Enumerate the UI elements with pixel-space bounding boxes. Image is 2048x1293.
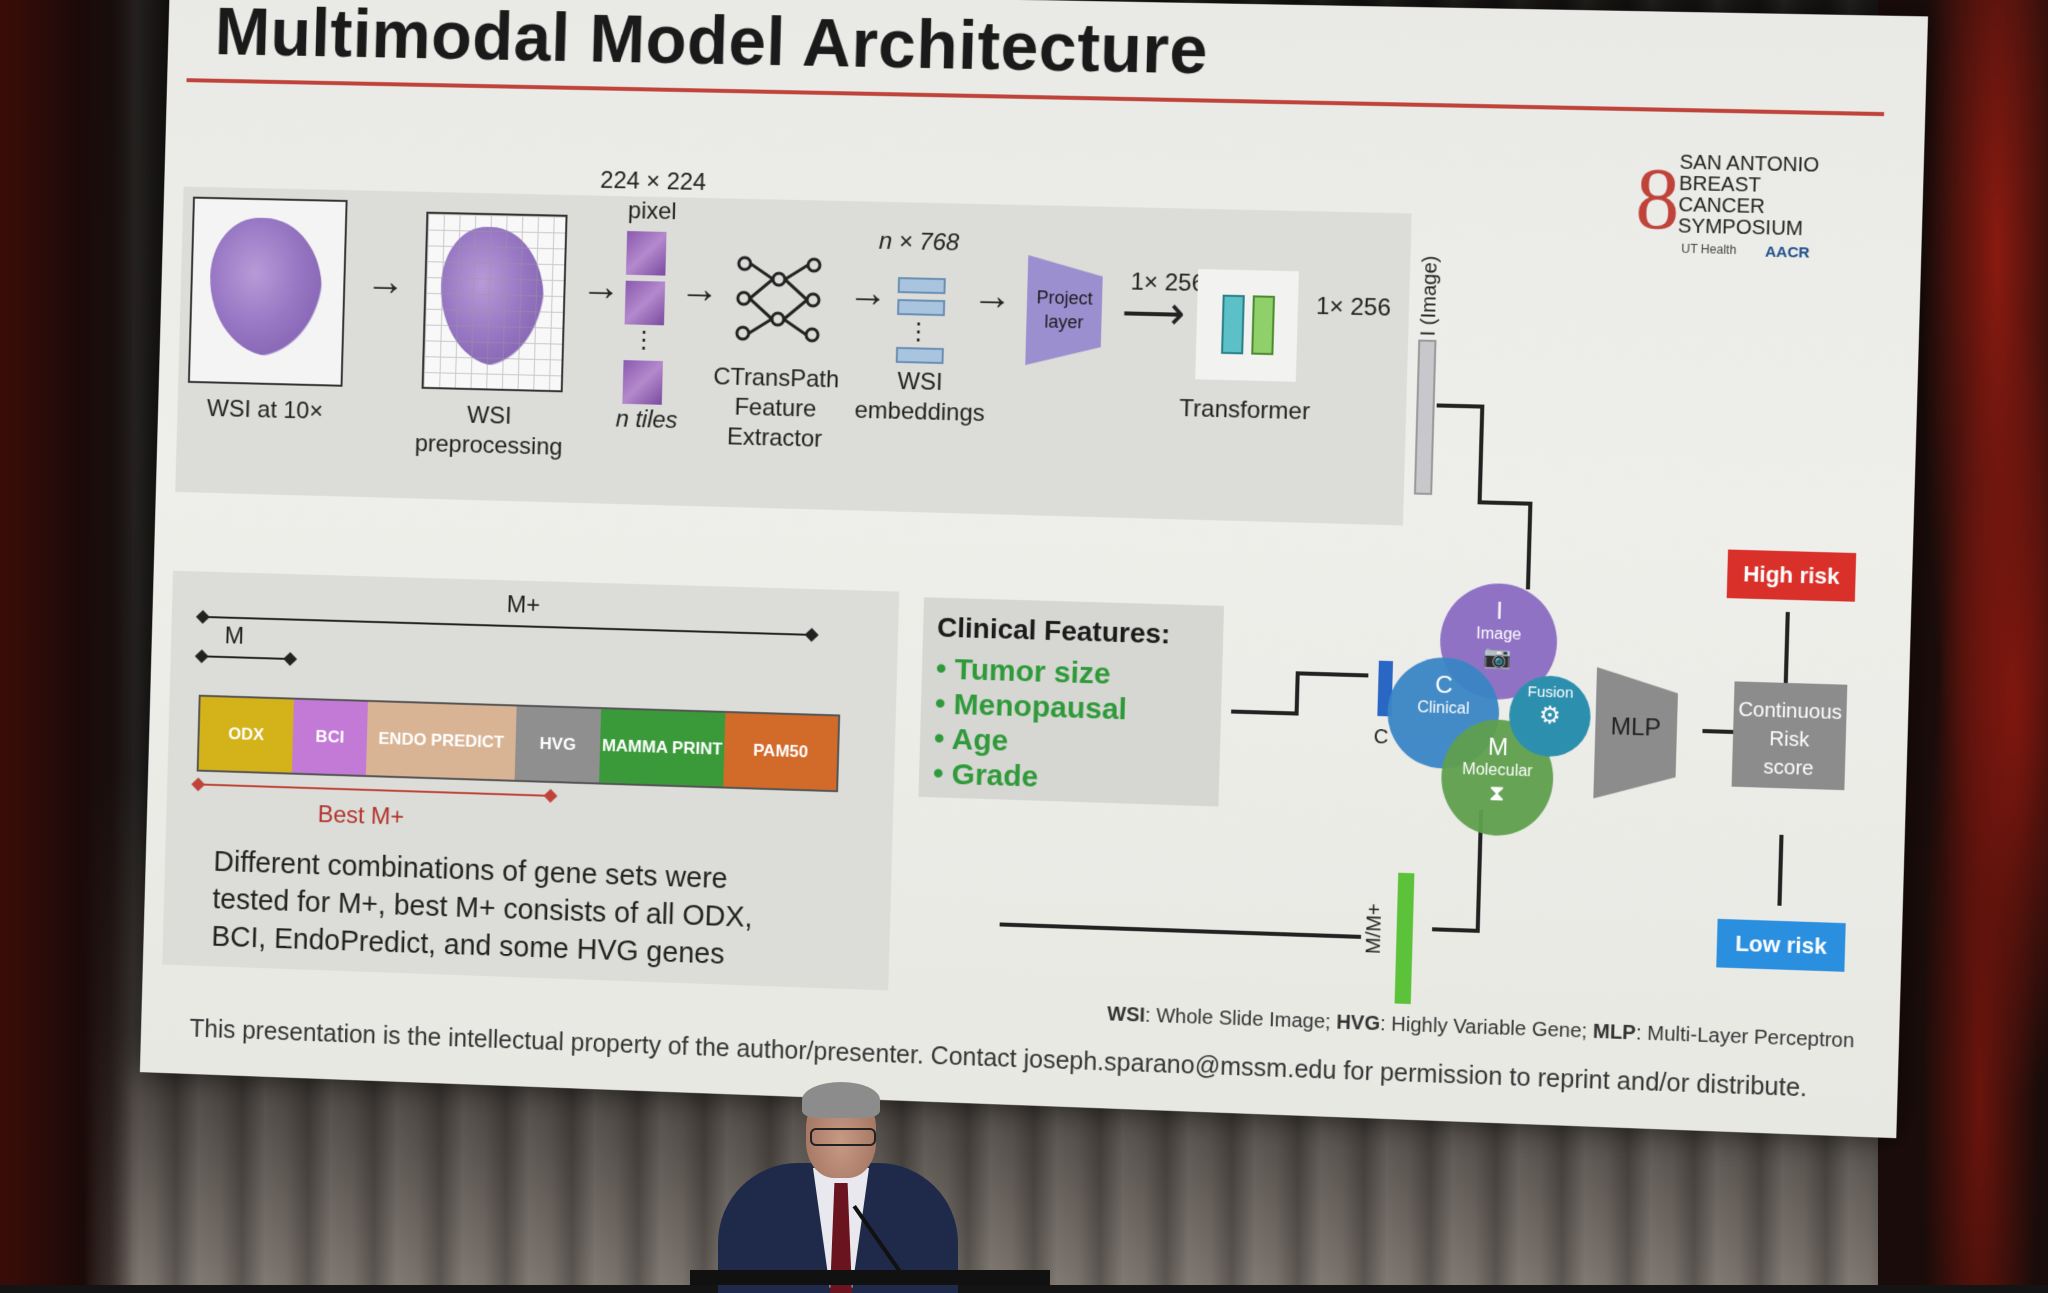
clinical-vector-label: C [1373,725,1389,749]
mlp-label: MLP [1610,713,1662,742]
high-risk-label: High risk [1726,549,1857,602]
low-risk-label: Low risk [1716,918,1846,972]
podium [690,1270,1050,1285]
dna-icon: ⧗ [1488,779,1506,806]
connector-lines [140,0,1928,1138]
projection-screen: Multimodal Model Architecture 8 SAN ANTO… [139,0,1929,1139]
glasses-icon [810,1128,876,1146]
stage-left-lighting [0,0,140,1285]
risk-score-box: Continuous Risk score [1731,681,1848,791]
molecular-vector-label: M/M+ [1362,903,1387,955]
presenter [718,1082,958,1293]
gear-icon: ⚙ [1538,701,1562,730]
